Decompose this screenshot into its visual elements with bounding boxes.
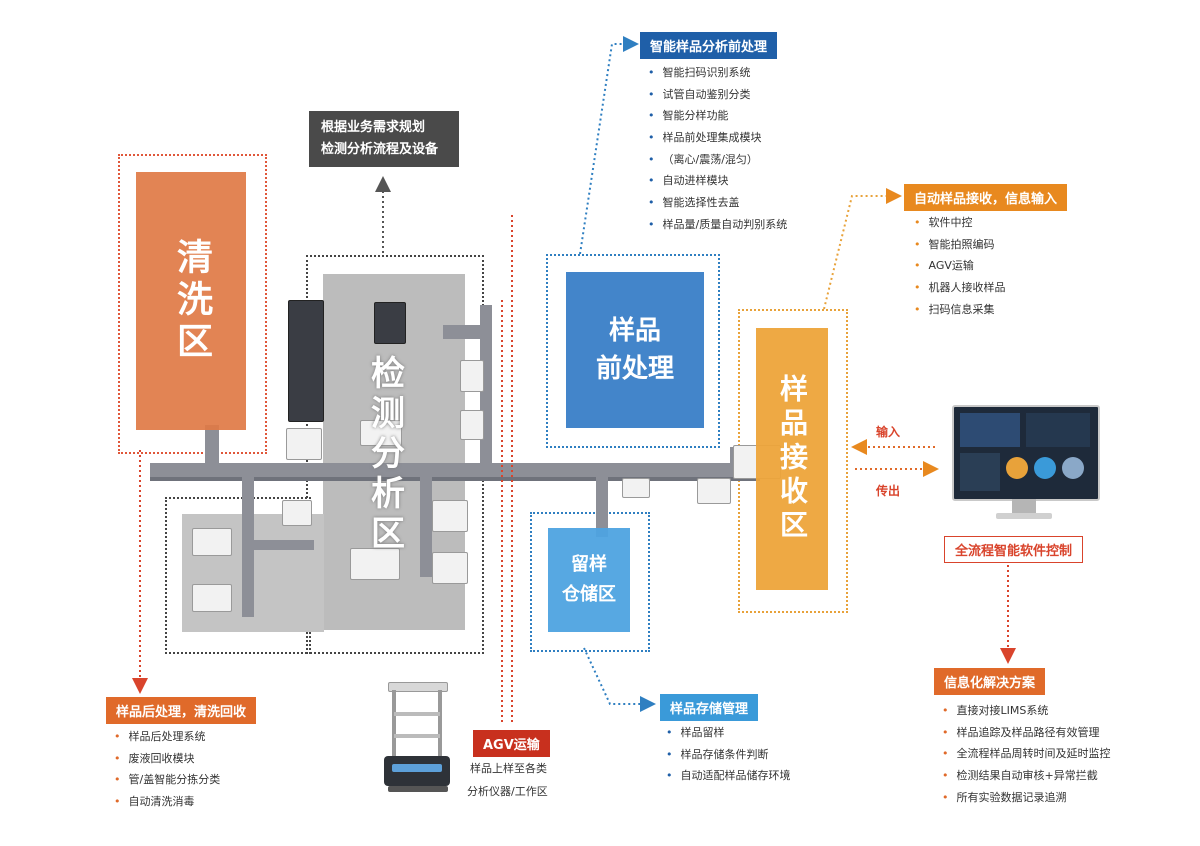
list-item: 自动进样模块	[648, 170, 787, 192]
pretreat-outline	[546, 254, 720, 448]
monitor-icon	[952, 405, 1100, 525]
software-label: 全流程智能软件控制	[944, 536, 1084, 563]
post-panel-title: 样品后处理，清洗回收	[106, 697, 257, 724]
list-item: 自动适配样品储存环境	[666, 765, 791, 787]
receive-panel-title: 自动样品接收，信息输入	[904, 184, 1068, 211]
list-item: 样品后处理系统	[114, 726, 220, 748]
list-item: 扫码信息采集	[914, 299, 1006, 321]
list-item: （离心/震荡/混匀）	[648, 149, 787, 171]
planning-tag: 根据业务需求规划 检测分析流程及设备	[309, 111, 459, 167]
planning-line1: 根据业务需求规划	[321, 120, 426, 135]
list-item: 全流程样品周转时间及延时监控	[942, 743, 1111, 765]
agv-panel-title: AGV运输	[473, 730, 550, 757]
list-item: 样品留样	[666, 722, 791, 744]
main-conveyor	[150, 463, 760, 477]
branch-rail-6	[443, 325, 483, 339]
agv-panel-line2: 分析仪器/工作区	[467, 785, 548, 798]
list-item: 检测结果自动审核+异常拦截	[942, 765, 1111, 787]
list-item: 样品存储条件判断	[666, 744, 791, 766]
list-item: 所有实验数据记录追溯	[942, 787, 1111, 809]
list-item: 软件中控	[914, 212, 1006, 234]
conveyor-edge	[150, 477, 760, 481]
testing-zone-label: 检测分析区	[364, 355, 405, 555]
post-module-3	[282, 500, 312, 526]
instrument-tower	[288, 300, 324, 422]
branch-rail-1	[205, 425, 219, 465]
list-item: 试管自动鉴别分类	[648, 84, 787, 106]
post-module-1	[192, 528, 232, 556]
pretreat-panel-list: 智能扫码识别系统 试管自动鉴别分类 智能分样功能 样品前处理集成模块 （离心/震…	[648, 62, 788, 236]
storage-module	[622, 478, 650, 498]
list-item: 智能分样功能	[648, 105, 787, 127]
pretreat-panel-title: 智能样品分析前处理	[640, 32, 778, 59]
cleaning-zone: 清洗区	[136, 172, 246, 430]
instrument-e	[432, 500, 468, 532]
post-module-2	[192, 584, 232, 612]
storage-zone: 留样 仓储区	[548, 528, 630, 632]
testing-label-wrap: 检测分析区	[350, 340, 420, 570]
branch-rail-3	[254, 540, 314, 550]
storage-zone-line1: 留样	[571, 554, 607, 575]
instrument-f	[432, 552, 468, 584]
list-item: 自动清洗消毒	[114, 791, 220, 813]
receive-module	[697, 478, 731, 504]
receive-panel-list: 软件中控 智能拍照编码 AGV运输 机器人接收样品 扫码信息采集	[914, 212, 1006, 320]
post-panel-list: 样品后处理系统 废液回收模块 管/盖智能分拣分类 自动清洗消毒	[114, 726, 221, 813]
receiving-zone: 样品接收区	[756, 328, 828, 590]
branch-rail-7	[596, 477, 608, 537]
instrument-a	[286, 428, 322, 460]
branch-rail-4	[420, 477, 432, 577]
list-item: 机器人接收样品	[914, 277, 1006, 299]
list-item: 废液回收模块	[114, 748, 220, 770]
pretreat-zone: 样品 前处理	[566, 272, 704, 428]
instrument-d	[350, 548, 400, 580]
storage-panel-title: 样品存储管理	[660, 694, 759, 721]
input-label: 输入	[876, 425, 901, 439]
pretreat-zone-line1: 样品	[608, 316, 661, 346]
receiving-zone-label: 样品接收区	[776, 374, 809, 544]
storage-zone-line2: 仓储区	[562, 584, 616, 605]
list-item: 智能拍照编码	[914, 234, 1006, 256]
storage-outline	[530, 512, 650, 652]
agv-panel-line1: 样品上样至各类	[470, 762, 547, 775]
instrument-h	[460, 410, 484, 440]
list-item: 样品前处理集成模块	[648, 127, 787, 149]
instrument-g	[460, 360, 484, 392]
list-item: 智能扫码识别系统	[648, 62, 787, 84]
instrument-b	[374, 302, 406, 344]
branch-rail-2	[242, 477, 254, 617]
instrument-c	[360, 420, 402, 446]
pretreat-zone-line2: 前处理	[595, 354, 674, 384]
planning-line2: 检测分析流程及设备	[321, 142, 439, 157]
list-item: AGV运输	[914, 255, 1006, 277]
list-item: 样品追踪及样品路径有效管理	[942, 722, 1111, 744]
list-item: 管/盖智能分拣分类	[114, 769, 221, 791]
cleaning-outline	[118, 154, 267, 454]
info-panel-list: 直接对接LIMS系统 样品追踪及样品路径有效管理 全流程样品周转时间及延时监控 …	[942, 700, 1111, 808]
agv-robot-icon	[382, 682, 454, 794]
list-item: 直接对接LIMS系统	[942, 700, 1111, 722]
list-item: 样品量/质量自动判别系统	[648, 214, 788, 236]
storage-panel-list: 样品留样 样品存储条件判断 自动适配样品储存环境	[666, 722, 791, 787]
output-label: 传出	[876, 484, 901, 498]
cleaning-zone-label: 清洗区	[171, 238, 212, 364]
list-item: 智能选择性去盖	[648, 192, 787, 214]
info-panel-title: 信息化解决方案	[934, 668, 1046, 695]
